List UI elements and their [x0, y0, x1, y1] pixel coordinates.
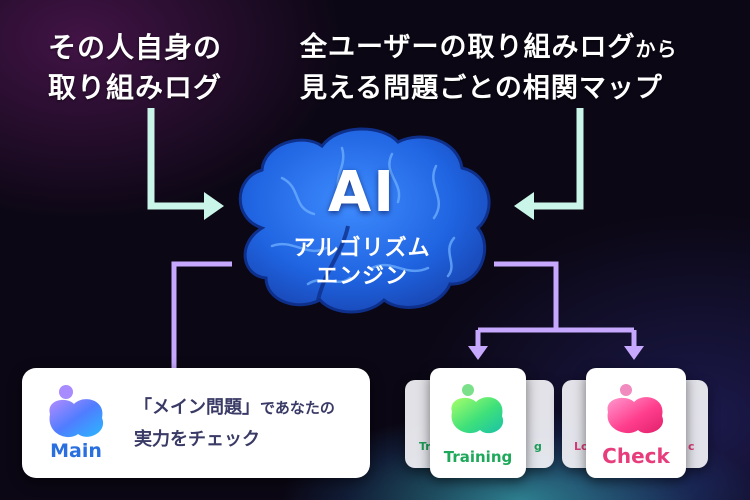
- input-caption-correlation-map: 全ユーザーの取り組みログから 見える問題ごとの相関マップ: [300, 28, 677, 109]
- main-text-line1-main: 「メイン問題」: [134, 397, 260, 418]
- output-arrow-cards: [468, 261, 644, 360]
- training-card[interactable]: Training: [430, 368, 526, 478]
- main-logo-icon: [49, 385, 104, 438]
- right-input-arrow: [514, 108, 584, 220]
- brain-icon: [238, 127, 491, 314]
- training-card-label: Training: [443, 448, 513, 466]
- input-caption-personal-log: その人自身の 取り組みログ: [48, 28, 222, 108]
- main-problem-card[interactable]: Main 「メイン問題」であなたの 実力をチェック: [22, 368, 370, 478]
- main-text-line1: 「メイン問題」であなたの: [134, 392, 335, 424]
- caption-left-line1: その人自身の: [48, 31, 223, 64]
- check-back-left-fragment: Lo: [574, 440, 589, 453]
- engine-title: AI: [327, 160, 397, 225]
- main-card-label: Main: [50, 440, 102, 462]
- caption-right-line1: 全ユーザーの取り組みログから: [300, 28, 677, 69]
- main-text-line2: 実力をチェック: [134, 429, 260, 450]
- main-card-description: 「メイン問題」であなたの 実力をチェック: [134, 392, 335, 456]
- caption-right-line1-main: 全ユーザーの取り組みログ: [300, 32, 636, 63]
- ai-engine-brain: AI アルゴリズム エンジン: [222, 118, 502, 318]
- check-logo-icon: [607, 384, 664, 434]
- engine-subtitle-line2: エンジン: [315, 264, 408, 289]
- output-arrow-main: [171, 261, 232, 372]
- training-back-left-fragment: Tr: [419, 440, 431, 453]
- caption-right-line2: 見える問題ごとの相関マップ: [300, 73, 663, 104]
- training-logo-icon: [451, 384, 504, 434]
- check-back-right-fragment: c: [688, 440, 695, 453]
- training-back-right-fragment: g: [534, 440, 542, 453]
- caption-right-line1-small: から: [635, 37, 678, 61]
- left-input-arrow: [147, 108, 224, 220]
- main-text-line1-small: であなたの: [260, 399, 335, 417]
- caption-left-line2: 取り組みログ: [48, 71, 223, 104]
- check-card-label: Check: [602, 444, 670, 468]
- check-card[interactable]: Check: [586, 368, 686, 478]
- engine-subtitle-line1: アルゴリズム: [293, 236, 431, 261]
